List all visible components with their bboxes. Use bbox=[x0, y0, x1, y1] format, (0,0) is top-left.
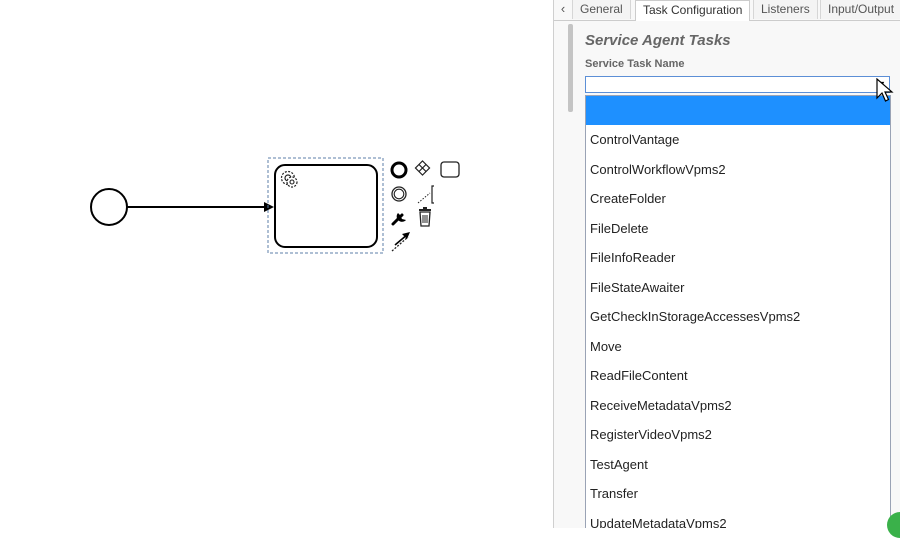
end-event-icon[interactable] bbox=[390, 161, 408, 179]
dropdown-option[interactable]: ControlVantage bbox=[590, 132, 680, 147]
dropdown-option[interactable]: Move bbox=[590, 338, 622, 354]
dropdown-option[interactable]: Transfer bbox=[590, 486, 638, 501]
tab-general[interactable]: General bbox=[572, 0, 631, 19]
dropdown-option[interactable]: UpdateMetadataVpms2 bbox=[590, 515, 727, 529]
dropdown-option[interactable]: ReadFileContent bbox=[590, 368, 688, 383]
service-task[interactable] bbox=[274, 164, 378, 248]
task-icon[interactable] bbox=[440, 161, 460, 178]
service-task-name-select[interactable]: ▼ bbox=[585, 76, 890, 93]
panel-scrollbar[interactable] bbox=[568, 24, 573, 112]
service-task-name-label: Service Task Name bbox=[585, 58, 685, 70]
properties-tabs: ‹ General Task Configuration Listeners I… bbox=[554, 0, 900, 21]
selection-frame bbox=[267, 157, 384, 254]
service-task-dropdown[interactable]: ControlVantage ControlWorkflowVpms2 Crea… bbox=[585, 95, 891, 528]
dropdown-option[interactable]: ControlWorkflowVpms2 bbox=[590, 161, 726, 177]
mouse-cursor-icon bbox=[876, 78, 894, 102]
dropdown-option-empty[interactable] bbox=[586, 96, 890, 125]
gateway-icon[interactable] bbox=[414, 160, 431, 176]
tab-task-configuration[interactable]: Task Configuration bbox=[635, 0, 751, 21]
start-event[interactable] bbox=[90, 188, 128, 226]
dropdown-option[interactable]: FileStateAwaiter bbox=[590, 279, 685, 295]
status-indicator bbox=[887, 512, 900, 538]
dropdown-option[interactable]: GetCheckInStorageAccessesVpms2 bbox=[590, 309, 801, 324]
properties-panel: ‹ General Task Configuration Listeners I… bbox=[553, 0, 900, 528]
diagram-canvas[interactable] bbox=[0, 0, 553, 528]
gear-icon bbox=[280, 170, 298, 188]
intermediate-event-icon[interactable] bbox=[391, 186, 407, 202]
dropdown-option[interactable]: TestAgent bbox=[590, 456, 648, 472]
tab-listeners[interactable]: Listeners bbox=[753, 0, 818, 19]
chevron-left-icon[interactable]: ‹ bbox=[560, 1, 566, 16]
trash-icon[interactable] bbox=[419, 207, 431, 227]
connect-icon[interactable] bbox=[391, 232, 410, 252]
dropdown-option[interactable]: CreateFolder bbox=[590, 191, 666, 206]
tab-input-output[interactable]: Input/Output bbox=[820, 0, 900, 19]
dropdown-option[interactable]: RegisterVideoVpms2 bbox=[590, 427, 712, 442]
dropdown-option[interactable]: FileDelete bbox=[590, 220, 649, 236]
sequence-flow[interactable] bbox=[127, 202, 274, 212]
group-title: Service Agent Tasks bbox=[585, 32, 731, 49]
dropdown-option[interactable]: ReceiveMetadataVpms2 bbox=[590, 397, 732, 413]
wrench-icon[interactable] bbox=[391, 213, 406, 226]
dropdown-option[interactable]: FileInfoReader bbox=[590, 250, 676, 265]
text-annotation-icon[interactable] bbox=[417, 185, 434, 204]
